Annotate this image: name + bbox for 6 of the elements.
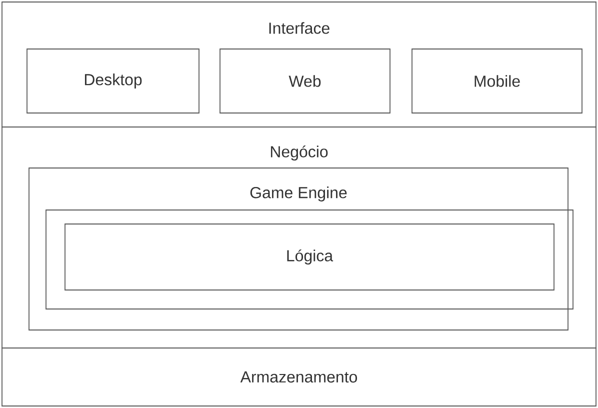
component-box: Mobile	[412, 48, 582, 114]
component-box: Web	[220, 48, 390, 114]
layer-band: Armazenamento	[2, 348, 596, 406]
component-box: Desktop	[26, 48, 200, 114]
component-box: Lógica	[64, 224, 554, 290]
inner-box	[46, 210, 574, 310]
